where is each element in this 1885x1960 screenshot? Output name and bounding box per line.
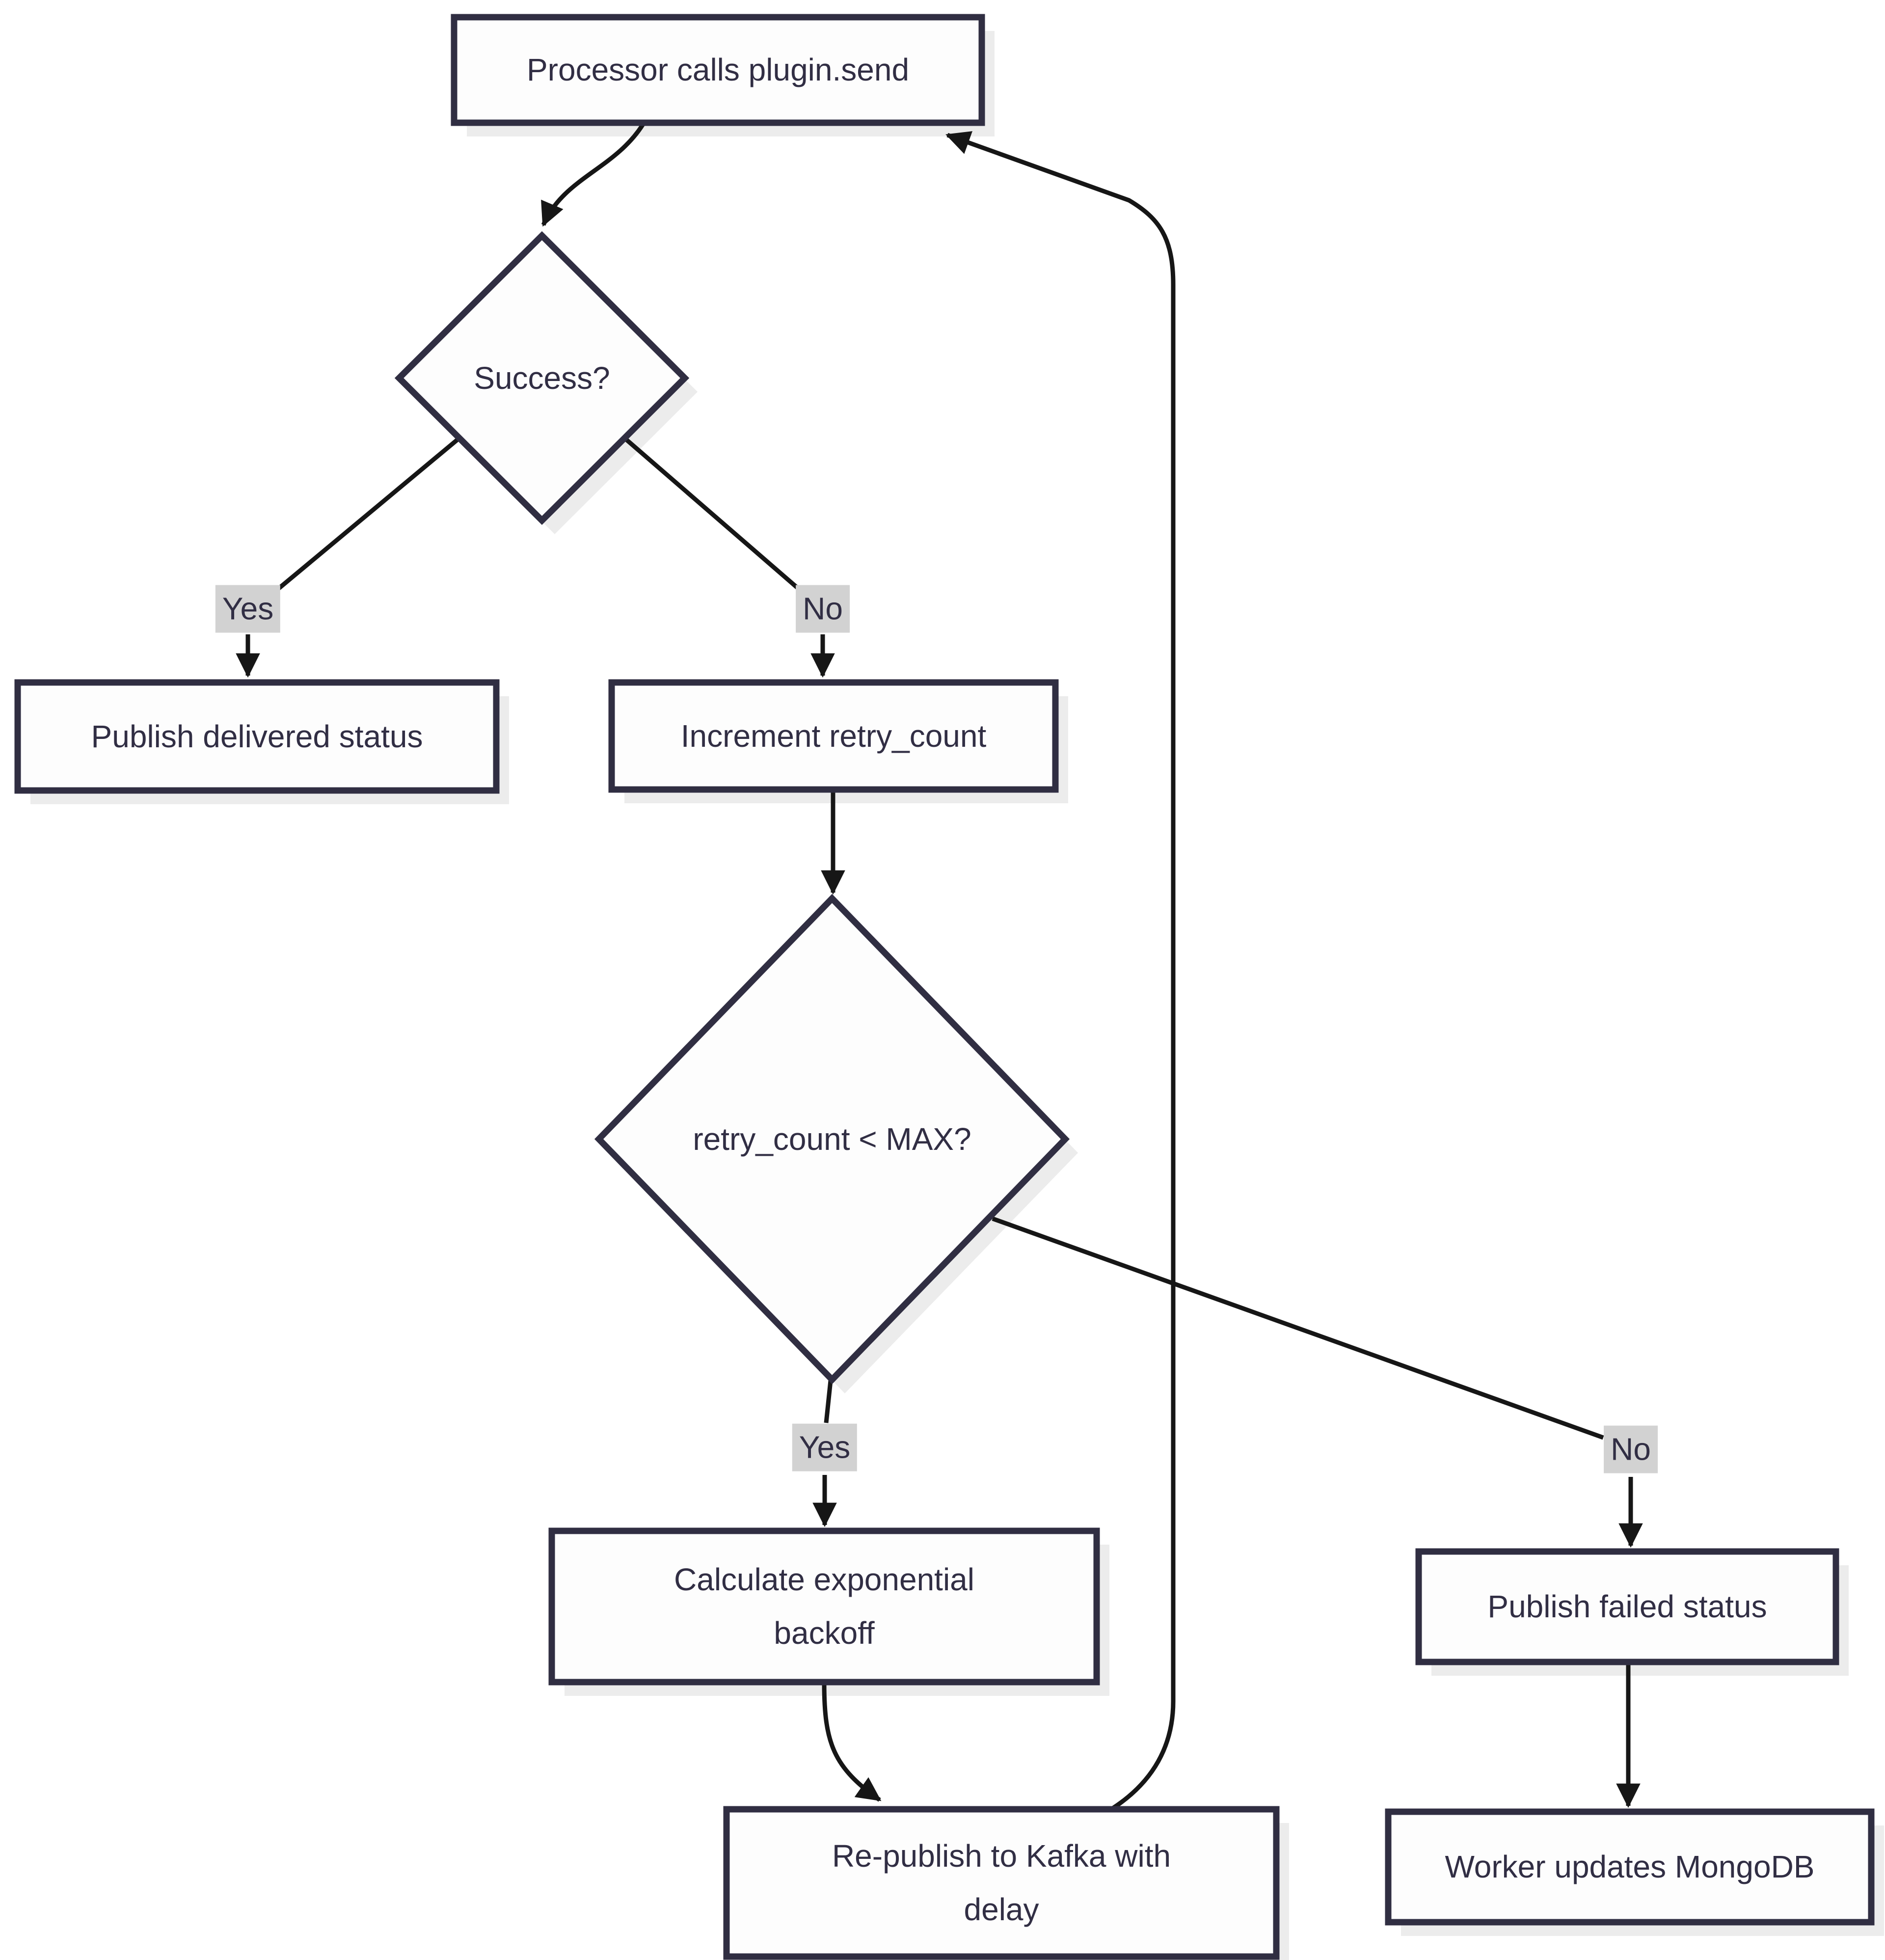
edge-success-yes-upper xyxy=(276,436,461,591)
edge-republish-start-loop xyxy=(945,131,1176,1812)
node-update-db xyxy=(1385,1808,1875,1926)
edge-retry-yes-upper xyxy=(824,1380,833,1423)
edges xyxy=(236,123,1643,1812)
node-failed xyxy=(1415,1548,1839,1665)
node-increment xyxy=(608,679,1059,793)
node-shapes xyxy=(14,14,1875,1960)
edge-label-success-no: No xyxy=(796,585,850,633)
edge-backoff-republish xyxy=(822,1683,882,1802)
node-start xyxy=(451,14,985,126)
edge-retry-no-upper xyxy=(992,1216,1604,1440)
edge-label-retry-yes: Yes xyxy=(792,1423,858,1471)
edge-label-retry-no: No xyxy=(1604,1425,1658,1473)
node-delivered xyxy=(14,679,500,794)
edge-label-success-yes: Yes xyxy=(215,585,281,633)
node-republish xyxy=(723,1806,1280,1960)
node-backoff xyxy=(548,1527,1100,1686)
node-retry-check xyxy=(594,894,1070,1385)
node-success xyxy=(394,231,690,525)
edge-start-success xyxy=(541,123,645,227)
edge-success-no-upper xyxy=(623,436,802,592)
